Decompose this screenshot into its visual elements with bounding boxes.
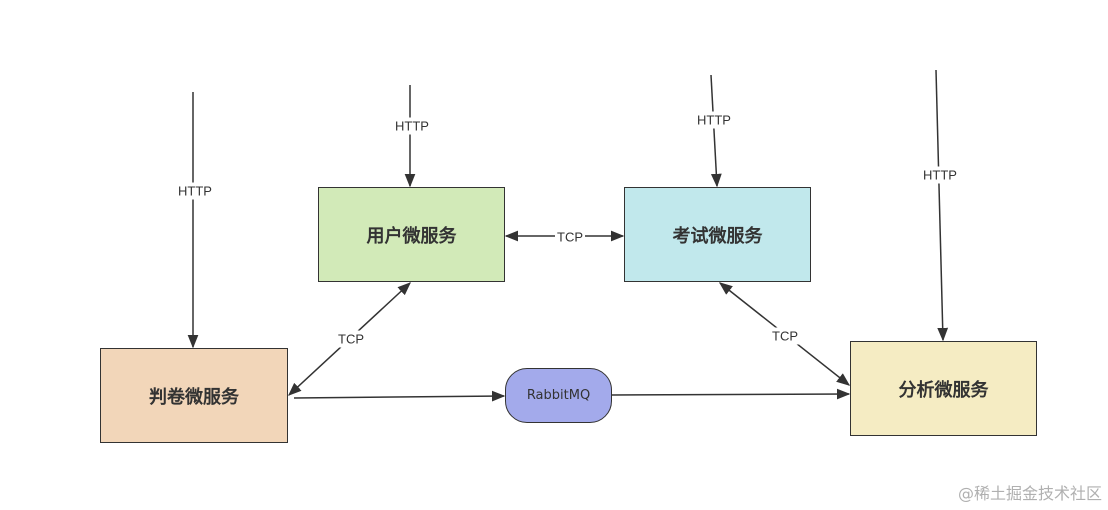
node-analysis-service-label: 分析微服务 — [898, 379, 989, 401]
node-exam-service[interactable]: 考试微服务 — [624, 187, 811, 282]
edge-label-tcp-exam-analysis: TCP — [770, 327, 800, 345]
edge-label-http-user: HTTP — [393, 117, 431, 135]
edge-label-http-grading: HTTP — [176, 182, 214, 200]
watermark: @稀土掘金技术社区 — [957, 484, 1102, 503]
edge-label-http-exam: HTTP — [695, 111, 733, 129]
edge-label-tcp-user-exam: TCP — [555, 228, 585, 246]
edge-mq-grading — [293, 390, 506, 402]
node-user-service[interactable]: 用户微服务 — [318, 187, 505, 282]
edge-label-tcp-user-grading: TCP — [336, 330, 366, 348]
node-analysis-service[interactable]: 分析微服务 — [850, 341, 1037, 436]
node-exam-service-label: 考试微服务 — [672, 225, 763, 247]
edge-mq-analysis — [611, 388, 851, 400]
node-grading-service[interactable]: 判卷微服务 — [100, 348, 288, 443]
edge-label-http-analysis: HTTP — [921, 166, 959, 184]
node-rabbitmq-label: RabbitMQ — [526, 388, 591, 403]
node-grading-service-label: 判卷微服务 — [149, 386, 239, 408]
edge-http-exam — [710, 74, 722, 188]
node-rabbitmq[interactable]: RabbitMQ — [505, 368, 612, 423]
edge-http-analysis — [935, 69, 949, 342]
node-user-service-label: 用户微服务 — [366, 225, 457, 247]
